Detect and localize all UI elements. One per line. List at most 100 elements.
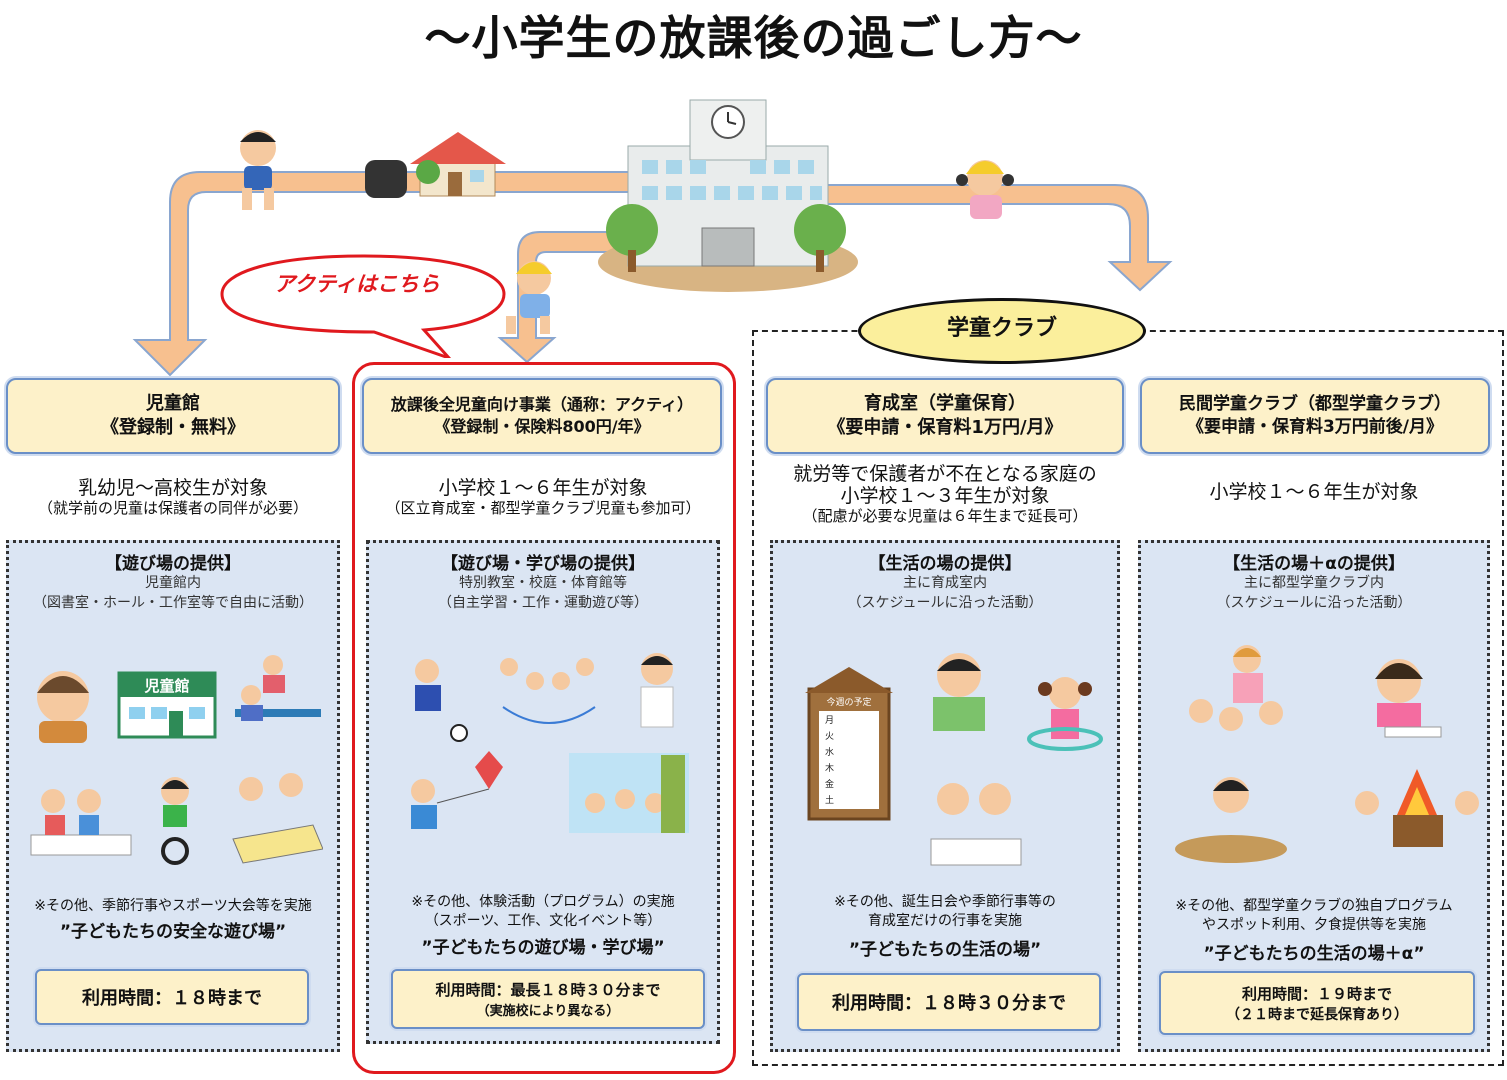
panel-line: 児童館内	[145, 575, 201, 591]
acty-callout-bubble	[220, 254, 506, 358]
note-line: ※その他、体験活動（プログラム）の実施	[411, 894, 675, 910]
panel-line: 主に育成室内	[903, 575, 987, 591]
target-main: 小学校１～６年生が対象	[1209, 481, 1419, 503]
category-terms: 《登録制・無料》	[101, 417, 245, 438]
note-line: （スポーツ、工作、文化イベント等）	[424, 912, 662, 929]
schedule-board-title: 今週の予定	[826, 696, 871, 708]
acty-highlight-frame	[352, 362, 736, 1074]
teacher-icon	[640, 653, 674, 728]
panel-slogan: ”子どもたちの生活の場＋α”	[1203, 944, 1425, 964]
note-line: ※その他、季節行事やスポーツ大会等を実施	[34, 898, 312, 914]
unicycle-kid-icon	[161, 777, 189, 865]
panel-minkan-gakudo: 【生活の場＋αの提供】 主に都型学童クラブ内 （スケジュールに沿った活動） ※そ…	[1138, 540, 1490, 1052]
target-main: 小学校１～６年生が対象	[438, 477, 648, 499]
school-building-icon	[598, 99, 858, 292]
category-name: 児童館	[146, 392, 200, 414]
play-stage-icon	[569, 753, 689, 833]
soccer-kid-icon	[415, 659, 468, 742]
storytelling-teacher-icon	[1189, 645, 1283, 731]
panel-line: 主に都型学童クラブ内	[1244, 575, 1384, 591]
category-card-minkan-gakudo[interactable]: 民間学童クラブ（都型学童クラブ） 《要申請・保育料3万円前後/月》	[1140, 378, 1490, 454]
panel-jidokan: 【遊び場の提供】 児童館内 （図書室・ホール・工作室等で自由に活動） 児童館 ※…	[6, 540, 340, 1052]
arrow-to-gakudo	[809, 184, 1173, 292]
panel-note: ※その他、季節行事やスポーツ大会等を実施	[9, 897, 337, 916]
jidokan-illustrations: 児童館	[30, 655, 323, 865]
hours-main: 利用時間：１８時まで	[82, 988, 262, 1009]
flow-arrows	[132, 99, 1173, 377]
panel-note: ※その他、体験活動（プログラム）の実施 （スポーツ、工作、文化イベント等）	[369, 893, 717, 931]
target-ikuseishitsu: 就労等で保護者が不在となる家庭の 小学校１～３年生が対象 （配慮が必要な児童は６…	[762, 463, 1128, 525]
jidokan-sign: 児童館	[143, 677, 189, 695]
category-name: 育成室（学童保育）	[864, 392, 1026, 414]
jump-rope-kids-icon	[500, 658, 596, 724]
hours-box-jidokan: 利用時間：１８時まで	[35, 969, 309, 1025]
category-card-acty[interactable]: 放課後全児童向け事業（通称：アクティ） 《登録制・保険料800円/年》	[362, 378, 722, 454]
category-card-jidokan[interactable]: 児童館 《登録制・無料》	[6, 378, 340, 454]
panel-acty: 【遊び場・学び場の提供】 特別教室・校庭・体育館等 （自主学習・工作・運動遊び等…	[366, 540, 720, 1044]
panel-heading: 【遊び場の提供】	[105, 554, 241, 574]
weekday-label: 土	[825, 794, 834, 806]
panel-slogan: ”子どもたちの遊び場・学び場”	[421, 938, 665, 958]
kids-eating-icon	[930, 783, 1022, 866]
panel-line: （スケジュールに沿った活動）	[847, 594, 1043, 611]
panel-line: （スケジュールに沿った活動）	[1216, 594, 1412, 611]
target-main: 乳幼児～高校生が対象	[77, 477, 268, 499]
hours-main: 利用時間：１９時まで	[1241, 984, 1392, 1003]
target-sub: （就学前の児童は保護者の同伴が必要）	[37, 498, 308, 517]
campfire-kids-icon	[1355, 769, 1479, 847]
acty-illustrations	[411, 653, 689, 833]
category-name: 放課後全児童向け事業（通称：アクティ）	[390, 395, 694, 415]
panel-ikuseishitsu: 【生活の場の提供】 主に育成室内 （スケジュールに沿った活動） 今週の予定 月 …	[770, 540, 1120, 1052]
panel-heading: 【生活の場の提供】	[868, 554, 1022, 574]
target-main-2: 小学校１～３年生が対象	[840, 484, 1050, 507]
panel-line: （自主学習・工作・運動遊び等）	[438, 594, 648, 611]
hours-box-ikuseishitsu: 利用時間：１８時３０分まで	[797, 973, 1101, 1031]
panel-heading: 【遊び場・学び場の提供】	[441, 554, 645, 574]
reading-boy-icon	[933, 653, 985, 731]
panel-note: ※その他、誕生日会や季節行事等の 育成室だけの行事を実施	[773, 893, 1117, 931]
board-game-icon	[232, 773, 323, 864]
arrow-to-jidokan	[132, 171, 661, 377]
note-line: ※その他、都型学童クラブの独自プログラム	[1175, 898, 1453, 914]
kids-crafting-icon	[30, 789, 132, 856]
note-line: ※その他、誕生日会や季節行事等の	[834, 894, 1056, 910]
minkan-gakudo-illustrations	[1175, 645, 1479, 863]
hours-box-acty: 利用時間：最長１８時３０分まで （実施校により異なる）	[391, 969, 705, 1029]
category-card-ikuseishitsu[interactable]: 育成室（学童保育） 《要申請・保育料1万円/月》	[766, 378, 1124, 454]
weekday-label: 水	[825, 746, 834, 758]
note-line: やスポット利用、夕食提供等を実施	[1202, 916, 1426, 933]
hours-sub: （２１時まで延長保育あり）	[1226, 1006, 1408, 1023]
category-terms: 《要申請・保育料1万円/月》	[827, 417, 1063, 438]
page-title: ～小学生の放課後の過ごし方～	[424, 11, 1083, 65]
ikuseishitsu-illustrations: 今週の予定 月 火 水 木 金 土	[805, 653, 1103, 866]
panel-line: （図書室・ホール・工作室等で自由に活動）	[33, 594, 313, 611]
hours-main: 利用時間：１８時３０分まで	[832, 993, 1066, 1014]
target-jidokan: 乳幼児～高校生が対象 （就学前の児童は保護者の同伴が必要）	[6, 477, 340, 517]
running-kid-icon	[506, 261, 552, 334]
target-sub: （区立育成室・都型学童クラブ児童も参加可）	[385, 498, 701, 517]
house-icon	[365, 132, 506, 198]
kite-kid-icon	[411, 751, 503, 829]
hours-main: 利用時間：最長１８時３０分まで	[435, 981, 661, 999]
hours-sub: （実施校により異なる）	[476, 1004, 620, 1019]
table-tennis-icon	[235, 655, 321, 721]
note-line: 育成室だけの行事を実施	[868, 912, 1022, 929]
running-boy-icon	[240, 130, 276, 210]
target-sub: （配慮が必要な児童は６年生まで延長可）	[802, 506, 1088, 525]
category-name: 民間学童クラブ（都型学童クラブ）	[1179, 394, 1451, 415]
grandparent-icon	[37, 671, 89, 743]
acty-callout-text: アクティはこちら	[274, 272, 440, 296]
weekday-label: 火	[825, 731, 834, 742]
hours-box-minkan-gakudo: 利用時間：１９時まで （２１時まで延長保育あり）	[1159, 971, 1475, 1035]
panel-note: ※その他、都型学童クラブの独自プログラム やスポット利用、夕食提供等を実施	[1141, 897, 1487, 935]
target-main: 就労等で保護者が不在となる家庭の	[793, 463, 1097, 485]
weekday-label: 月	[825, 715, 834, 726]
weekday-label: 金	[825, 778, 834, 790]
category-terms: 《要申請・保育料3万円前後/月》	[1186, 417, 1444, 437]
studying-girl-icon	[1375, 659, 1442, 738]
dinner-kid-icon	[1175, 777, 1287, 863]
category-terms: 《登録制・保険料800円/年》	[434, 417, 650, 436]
target-acty: 小学校１～６年生が対象 （区立育成室・都型学童クラブ児童も参加可）	[360, 477, 726, 517]
panel-heading: 【生活の場＋αの提供】	[1223, 554, 1405, 574]
jidokan-building-icon: 児童館	[117, 671, 217, 739]
